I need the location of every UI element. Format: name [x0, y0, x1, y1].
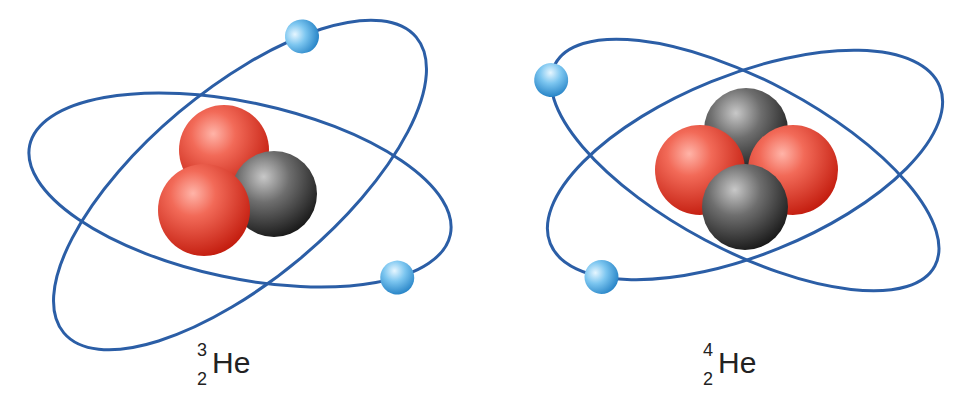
- element-symbol: He: [718, 348, 756, 378]
- mass-number: 4: [703, 341, 713, 359]
- electron: [278, 12, 326, 60]
- proton: [158, 164, 250, 256]
- atomic-number: 2: [197, 370, 207, 388]
- orbit-group: [504, 0, 974, 341]
- mass-number: 3: [197, 341, 207, 359]
- element-symbol: He: [212, 348, 250, 378]
- electron: [528, 57, 574, 103]
- electron: [579, 255, 623, 299]
- orbit: [515, 0, 974, 341]
- orbit-group: [517, 3, 974, 327]
- orbit: [3, 0, 478, 404]
- orbit-group: [11, 59, 468, 321]
- orbit: [517, 3, 974, 327]
- atomic-number: 2: [703, 370, 713, 388]
- orbit-group: [3, 0, 478, 404]
- helium-3-nucleus: [158, 105, 317, 256]
- neutron: [702, 164, 788, 250]
- orbit: [11, 59, 468, 321]
- electron: [377, 257, 417, 297]
